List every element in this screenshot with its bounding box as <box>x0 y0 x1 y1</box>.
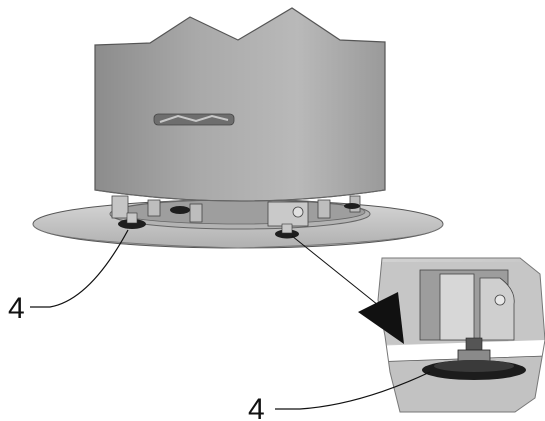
callout-main: 4 <box>8 229 129 325</box>
leveling-foot-main <box>118 203 360 239</box>
detail-inset <box>378 258 545 412</box>
callout-label-detail: 4 <box>248 393 265 421</box>
callout-label-main: 4 <box>8 292 25 325</box>
detail-pointer <box>358 292 404 344</box>
detail-leader-line <box>291 235 379 306</box>
drum-body <box>94 7 386 202</box>
callout-detail: 4 <box>248 371 431 421</box>
drum-slot <box>153 113 235 126</box>
